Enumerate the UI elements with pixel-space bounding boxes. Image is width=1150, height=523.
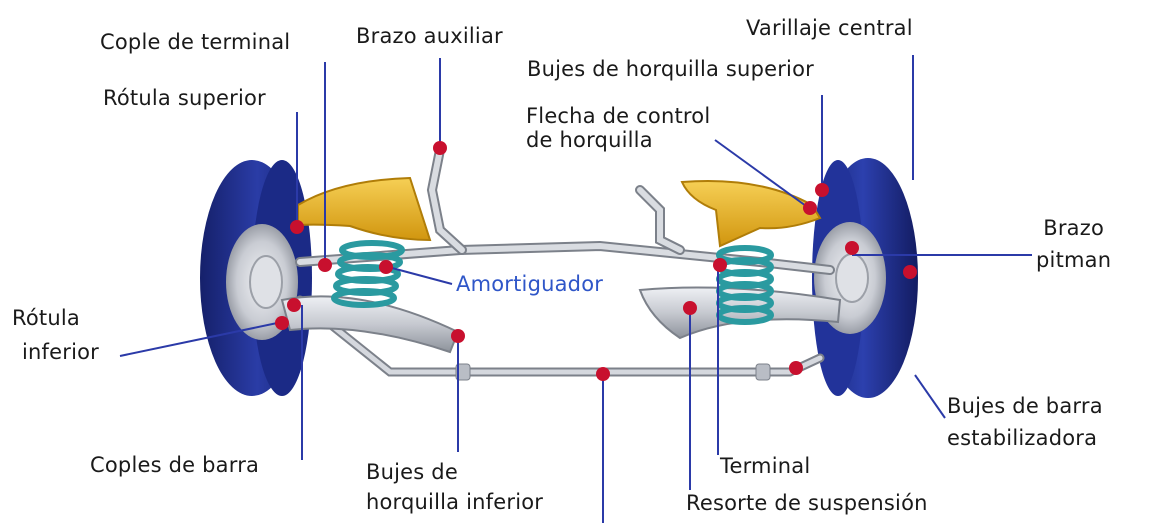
- right-spring: [719, 248, 771, 322]
- label-bujes-inferior-line1: Bujes de: [366, 460, 543, 484]
- label-pitman-line2: pitman: [1036, 248, 1111, 272]
- label-cople-terminal: Cople de terminal: [100, 30, 290, 54]
- marker-flecha-control: [803, 201, 817, 215]
- marker-brazo-auxiliar: [433, 141, 447, 155]
- marker-rotula-superior: [290, 220, 304, 234]
- label-flecha-control: Flecha de control de horquilla: [526, 104, 710, 152]
- label-rotula-line1: Rótula: [12, 306, 99, 330]
- marker-bujes-barra: [789, 361, 803, 375]
- right-wheel: [812, 158, 918, 398]
- label-coples-barra: Coples de barra: [90, 453, 259, 477]
- marker-pitman-outer: [903, 265, 917, 279]
- label-bujes-inferior-line2: horquilla inferior: [366, 490, 543, 514]
- label-brazo-line1: Brazo: [1036, 216, 1111, 240]
- label-resorte: Resorte de suspensión: [686, 491, 928, 515]
- marker-bujes-inferior-left: [451, 329, 465, 343]
- label-rotula-superior: Rótula superior: [103, 86, 266, 110]
- label-rotula-inferior: Rótula inferior: [12, 306, 99, 364]
- marker-brazo-pitman: [845, 241, 859, 255]
- left-upper-arm: [298, 178, 430, 240]
- label-bujes-superior: Bujes de horquilla superior: [527, 57, 814, 81]
- label-varillaje-central: Varillaje central: [746, 16, 913, 40]
- label-brazo-pitman: Brazo pitman: [1036, 216, 1111, 272]
- label-terminal: Terminal: [720, 454, 810, 478]
- marker-amortiguador: [379, 260, 393, 274]
- label-bujes-inferior: Bujes de horquilla inferior: [366, 460, 543, 514]
- label-brazo-auxiliar: Brazo auxiliar: [356, 24, 503, 48]
- label-flecha-line2: de horquilla: [526, 128, 710, 152]
- marker-cople-terminal: [318, 258, 332, 272]
- left-spring: [334, 243, 402, 305]
- marker-resorte: [683, 301, 697, 315]
- label-bujes-barra: Bujes de barra estabilizadora: [947, 394, 1103, 450]
- label-bujes-barra-line2: estabilizadora: [947, 426, 1103, 450]
- label-flecha-line1: Flecha de control: [526, 104, 710, 128]
- marker-barra-center: [596, 367, 610, 381]
- right-upper-arm: [682, 181, 820, 246]
- marker-terminal: [713, 258, 727, 272]
- marker-coples-barra: [287, 298, 301, 312]
- left-wheel: [200, 160, 312, 396]
- label-bujes-barra-line1: Bujes de barra: [947, 394, 1103, 418]
- marker-bujes-superior: [815, 183, 829, 197]
- marker-rotula-inferior: [275, 316, 289, 330]
- label-amortiguador: Amortiguador: [456, 272, 603, 296]
- label-inferior-line2: inferior: [12, 340, 99, 364]
